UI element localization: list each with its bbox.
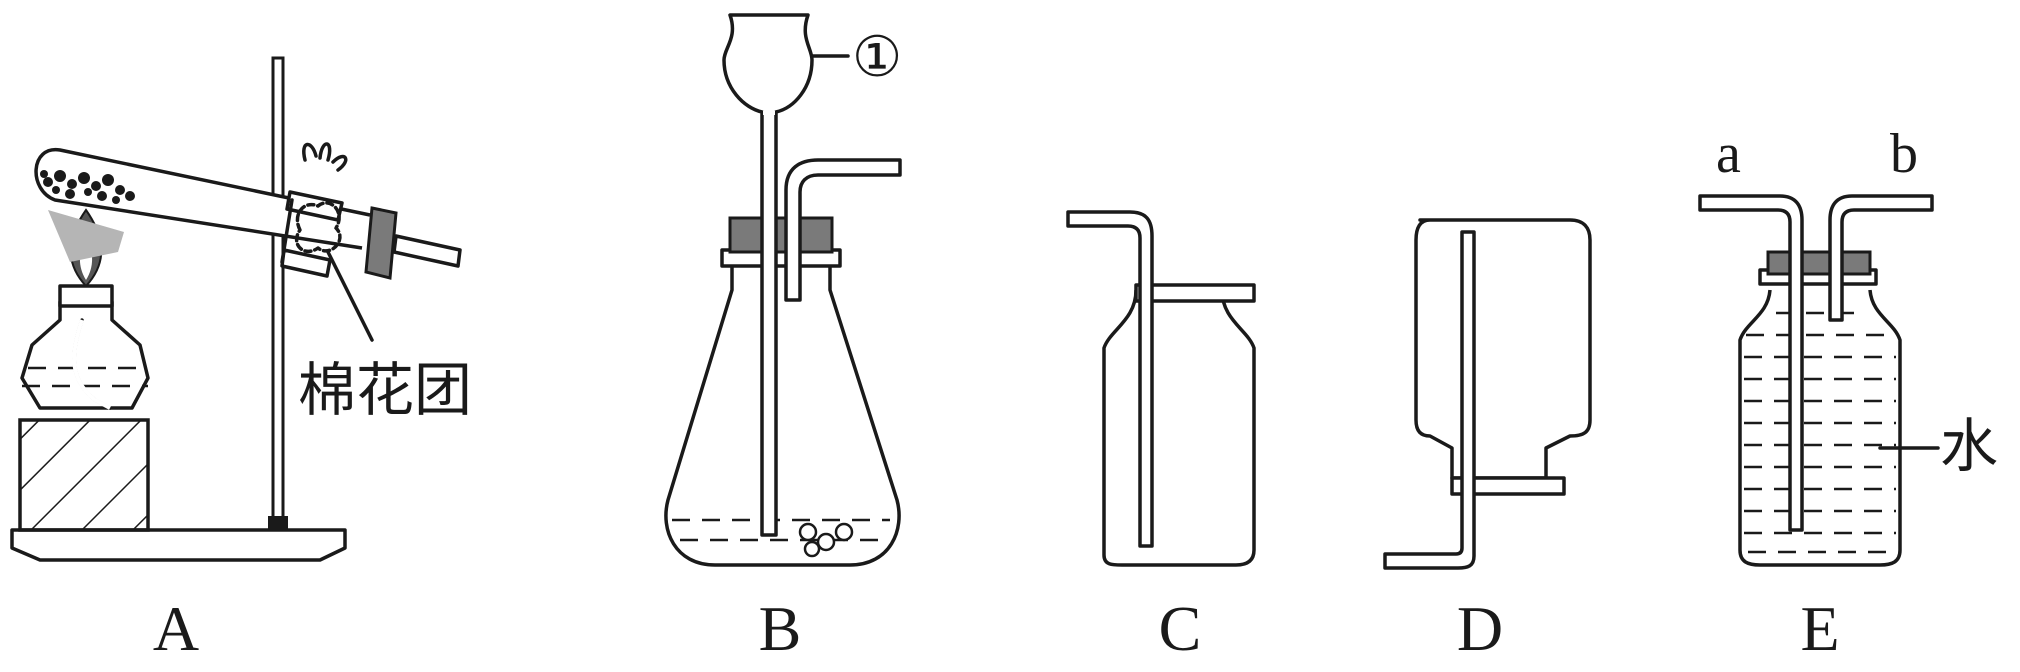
gas-bottle [1102, 289, 1256, 567]
reactant-powder [40, 170, 135, 204]
label-b: B [759, 593, 802, 664]
apparatus-e: a b 水 E [1698, 123, 1998, 664]
apparatus-d: D [1383, 218, 1592, 664]
label-e: E [1800, 593, 1839, 664]
stand-base [10, 528, 347, 562]
delivery-tube-d [1383, 230, 1476, 570]
water-label: 水 [1940, 412, 1998, 480]
wash-bottle [1738, 289, 1902, 567]
label-a: A [153, 593, 199, 664]
delivery-tube [784, 158, 902, 302]
lamp-cap [58, 284, 114, 308]
label-c: C [1159, 593, 1202, 664]
rubber-stopper-e [1766, 250, 1872, 276]
tube-a [1698, 194, 1804, 532]
port-b-label: b [1890, 123, 1918, 185]
cotton-label: 棉花团 [298, 356, 472, 424]
wooden-block [18, 418, 150, 532]
funnel-label: ① [852, 27, 902, 89]
rod-foot [268, 516, 288, 530]
rubber-stopper [728, 216, 834, 254]
bottle-plate-d [1450, 476, 1566, 496]
bubbles [798, 522, 854, 558]
tube-b [1828, 194, 1934, 322]
stand-rod [271, 56, 285, 530]
port-a-label: a [1716, 123, 1741, 185]
thistle-funnel [722, 13, 814, 537]
label-d: D [1457, 593, 1503, 664]
inverted-bottle [1414, 218, 1592, 480]
cotton-ball [294, 142, 348, 254]
conical-flask-body [664, 252, 901, 567]
apparatus-c: C [1066, 210, 1256, 664]
water [1744, 311, 1896, 554]
bottle-plate [1134, 283, 1256, 303]
cotton-callout-line [326, 250, 374, 342]
delivery-tube-c [1066, 210, 1154, 548]
apparatus-a: 棉花团 A [10, 56, 472, 664]
heat-zone [48, 210, 124, 262]
alcohol-lamp [20, 208, 150, 410]
apparatus-b: ① B [664, 13, 902, 664]
